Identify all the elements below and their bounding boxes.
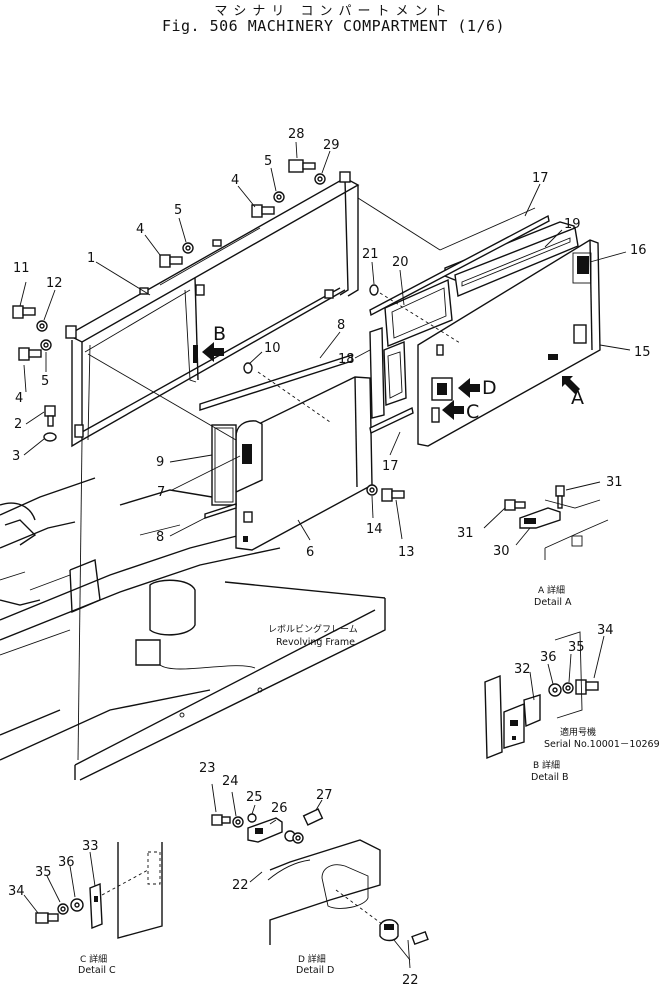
callout-15: 15 xyxy=(634,345,651,360)
callout-26: 26 xyxy=(271,801,288,816)
upper-hardware xyxy=(12,159,405,502)
callout-2: 2 xyxy=(14,417,22,432)
callout-11: 11 xyxy=(13,261,30,276)
part-1-frame xyxy=(65,171,360,448)
detail-d-drawing xyxy=(211,783,429,969)
callout-1: 1 xyxy=(87,251,95,266)
callout-13: 13 xyxy=(398,545,415,560)
view-arrow-b xyxy=(202,342,224,362)
callout-5: 5 xyxy=(174,203,182,218)
view-arrow-d xyxy=(458,378,480,398)
callout-31: 31 xyxy=(457,526,474,541)
callout-4: 4 xyxy=(15,391,23,406)
callout-17: 17 xyxy=(382,459,399,474)
callout-labels: 28 29 5 4 5 4 1 11 12 5 4 2 3 9 7 8 10 8… xyxy=(8,127,660,988)
detail-c-caption-jp: C 詳細 xyxy=(80,953,107,965)
callout-36: 36 xyxy=(58,855,75,870)
callout-20: 20 xyxy=(392,255,409,270)
part-17-strips xyxy=(369,214,550,435)
revolving-frame-label-jp: レボルビングフレーム xyxy=(268,623,358,635)
callout-22: 22 xyxy=(232,878,249,893)
detail-d-caption-jp: D 詳細 xyxy=(298,953,326,965)
callout-6: 6 xyxy=(306,545,314,560)
callout-32: 32 xyxy=(514,662,531,677)
callout-30: 30 xyxy=(493,544,510,559)
detail-b-caption-jp: B 詳細 xyxy=(533,759,560,771)
detail-b-caption: Detail B xyxy=(531,772,569,783)
view-letter-d: D xyxy=(482,377,497,399)
callout-24: 24 xyxy=(222,774,239,789)
callout-25: 25 xyxy=(246,790,263,805)
callout-12: 12 xyxy=(46,276,63,291)
callout-28: 28 xyxy=(288,127,305,142)
detail-a-caption: Detail A xyxy=(534,597,572,608)
leader-lines xyxy=(19,141,631,761)
part-18-seal xyxy=(369,327,407,419)
callout-17: 17 xyxy=(532,171,549,186)
callout-3: 3 xyxy=(12,449,20,464)
detail-b-drawing xyxy=(484,631,605,760)
callout-36: 36 xyxy=(540,650,557,665)
callout-5: 5 xyxy=(264,154,272,169)
title-japanese: マシナリ コンパートメント xyxy=(214,4,453,19)
revolving-frame-drawing xyxy=(0,477,386,781)
callout-27: 27 xyxy=(316,788,333,803)
callout-10: 10 xyxy=(264,341,281,356)
callout-33: 33 xyxy=(82,839,99,854)
callout-8: 8 xyxy=(156,530,164,545)
view-arrow-a xyxy=(562,376,580,394)
callout-35: 35 xyxy=(568,640,585,655)
detail-d-caption: Detail D xyxy=(296,965,334,976)
callout-16: 16 xyxy=(630,243,647,258)
detail-a-drawing xyxy=(483,481,609,560)
detail-c-drawing xyxy=(23,842,163,939)
callout-19: 19 xyxy=(564,217,581,232)
serial-number-label: Serial No.10001－10269 xyxy=(544,739,660,750)
view-arrow-c xyxy=(442,400,464,420)
figure-title: Fig. 506 MACHINERY COMPARTMENT (1/6) xyxy=(161,17,506,35)
callout-34: 34 xyxy=(8,884,25,899)
callout-7: 7 xyxy=(157,485,165,500)
detail-a-caption-jp: A 詳細 xyxy=(538,584,565,596)
detail-c-caption: Detail C xyxy=(78,965,116,976)
callout-31: 31 xyxy=(606,475,623,490)
callout-4: 4 xyxy=(136,222,144,237)
callout-14: 14 xyxy=(366,522,383,537)
serial-label-jp: 適用号機 xyxy=(560,726,596,738)
callout-8: 8 xyxy=(337,318,345,333)
callout-35: 35 xyxy=(35,865,52,880)
callout-34: 34 xyxy=(597,623,614,638)
part-20-seal xyxy=(384,278,453,348)
callout-4: 4 xyxy=(231,173,239,188)
callout-29: 29 xyxy=(323,138,340,153)
callout-21: 21 xyxy=(362,247,379,262)
part-15-right-door xyxy=(417,239,601,447)
callout-22: 22 xyxy=(402,973,419,988)
callout-18: 18 xyxy=(338,352,355,367)
revolving-frame-label: Revolving Frame xyxy=(276,637,355,648)
view-letter-b: B xyxy=(213,323,226,345)
part-6-door xyxy=(199,354,373,551)
view-letter-a: A xyxy=(571,387,584,409)
callout-23: 23 xyxy=(199,761,216,776)
callout-5: 5 xyxy=(41,374,49,389)
callout-9: 9 xyxy=(156,455,164,470)
view-letter-c: C xyxy=(466,401,479,423)
